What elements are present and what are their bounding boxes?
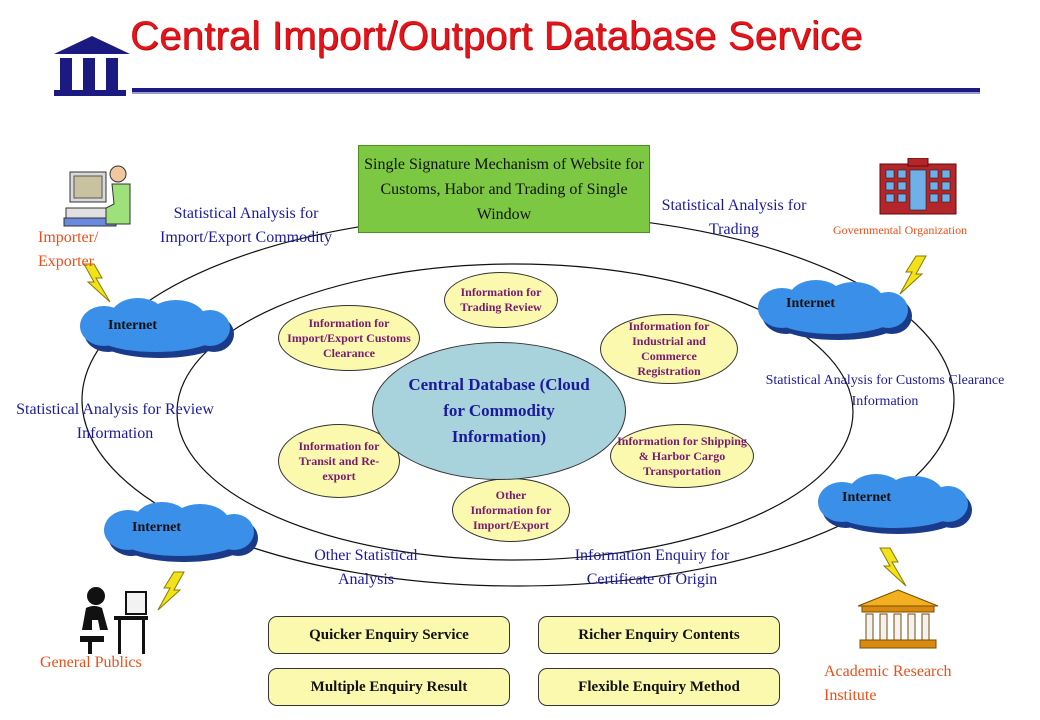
cloud-icon xyxy=(758,280,912,340)
richer-enquiry-contents-button[interactable]: Richer Enquiry Contents xyxy=(538,616,780,654)
stat-label-import-export: Statistical Analysis for Import/Export C… xyxy=(160,205,332,246)
quicker-enquiry-service-button[interactable]: Quicker Enquiry Service xyxy=(268,616,510,654)
title-underline xyxy=(132,88,980,92)
page-title: Central Import/Outport Database Service xyxy=(130,14,863,58)
internet-label-left-top: Internet xyxy=(108,318,157,333)
flexible-enquiry-method-button[interactable]: Flexible Enquiry Method xyxy=(538,668,780,706)
actor-academic-research-institute: Academic Research Institute xyxy=(824,663,952,704)
person-at-desk-icon xyxy=(80,587,148,654)
museum-building-icon xyxy=(857,589,939,649)
internet-label-right-top: Internet xyxy=(786,296,835,311)
institution-logo-icon xyxy=(54,36,130,96)
stat-label-origin: Information Enquiry for Certificate of O… xyxy=(574,547,730,588)
stat-label-review: Statistical Analysis for Review Informat… xyxy=(16,401,214,442)
lightning-bolt-icon xyxy=(83,263,111,303)
info-node-trading: Information for Trading Review xyxy=(444,272,558,328)
stat-label-customs: Statistical Analysis for Customs Clearan… xyxy=(765,373,1005,409)
actor-governmental-organization: Governmental Organization xyxy=(833,223,968,237)
cloud-icon xyxy=(104,502,258,562)
government-building-icon xyxy=(879,158,957,215)
info-node-shipping: Information for Shipping & Harbor Cargo … xyxy=(610,424,754,488)
actor-importer-exporter: Importer/ Exporter xyxy=(38,229,99,270)
computer-user-icon xyxy=(63,165,131,227)
actor-general-publics: General Publics xyxy=(40,654,142,671)
stat-label-other: Other Statistical Analysis xyxy=(314,547,418,588)
info-node-industrial: Information for Industrial and Commerce … xyxy=(600,314,738,384)
cloud-icon xyxy=(80,298,234,358)
info-node-other: Other Information for Import/Export xyxy=(452,478,570,542)
stat-label-trading: Statistical Analysis for Trading xyxy=(661,197,807,238)
info-node-customs: Information for Import/Export Customs Cl… xyxy=(278,305,420,371)
single-signature-box: Single Signature Mechanism of Website fo… xyxy=(358,145,650,233)
multiple-enquiry-result-button[interactable]: Multiple Enquiry Result xyxy=(268,668,510,706)
lightning-bolt-icon xyxy=(879,547,907,587)
cloud-icon xyxy=(818,474,972,534)
central-database: Central Database (Cloud for Commodity In… xyxy=(372,342,626,480)
internet-label-left-bottom: Internet xyxy=(132,520,181,535)
info-node-transit: Information for Transit and Re-export xyxy=(278,424,400,498)
lightning-bolt-icon xyxy=(899,255,927,295)
lightning-bolt-icon xyxy=(157,571,185,611)
central-database-label: Central Database (Cloud for Commodity In… xyxy=(408,375,590,446)
internet-label-right-bottom: Internet xyxy=(842,490,891,505)
